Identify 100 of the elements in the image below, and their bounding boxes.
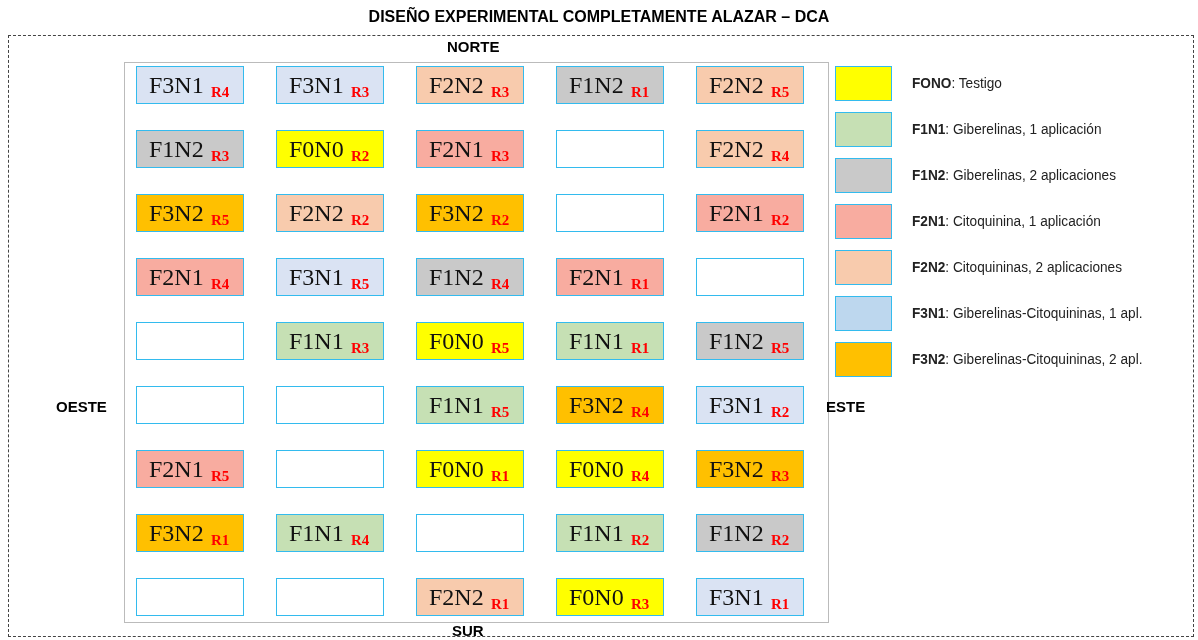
treatment-code: F1N2 <box>149 135 204 163</box>
treatment-code: F3N1 <box>289 263 344 291</box>
plot-cell <box>416 258 524 296</box>
plot-cell <box>556 258 664 296</box>
replicate-code: R2 <box>771 211 790 229</box>
plot-cell <box>416 450 524 488</box>
legend-text: F2N1: Citoquinina, 1 aplicación <box>912 212 1101 230</box>
treatment-code: F1N1 <box>569 327 624 355</box>
replicate-code: R1 <box>771 595 790 613</box>
legend-text: F1N1: Giberelinas, 1 aplicación <box>912 120 1102 138</box>
legend-text: FONO: Testigo <box>912 74 1002 92</box>
replicate-code: R2 <box>771 531 790 549</box>
replicate-code: R5 <box>491 339 510 357</box>
replicate-code: R5 <box>211 211 230 229</box>
plot-cell <box>136 450 244 488</box>
treatment-code: F0N0 <box>569 583 624 611</box>
plot-cell <box>136 130 244 168</box>
legend-text: F1N2: Giberelinas, 2 aplicaciones <box>912 166 1116 184</box>
replicate-code: R1 <box>631 339 650 357</box>
treatment-code: F1N1 <box>569 519 624 547</box>
direction-label: SUR <box>452 622 484 639</box>
treatment-code: F3N2 <box>149 199 204 227</box>
treatment-code: F3N2 <box>149 519 204 547</box>
treatment-code: F3N1 <box>709 583 764 611</box>
treatment-code: F1N2 <box>709 327 764 355</box>
treatment-code: F2N2 <box>709 135 764 163</box>
direction-label: NORTE <box>447 38 500 55</box>
treatment-code: F2N1 <box>709 199 764 227</box>
plot-cell <box>136 194 244 232</box>
plot-cell <box>136 258 244 296</box>
treatment-code: F3N1 <box>149 71 204 99</box>
plot-cell <box>696 514 804 552</box>
empty-plot-cell <box>276 450 384 488</box>
plot-cell <box>136 66 244 104</box>
plot-cell <box>556 450 664 488</box>
empty-plot-cell <box>696 258 804 296</box>
plot-cell <box>556 66 664 104</box>
plot-cell <box>696 578 804 616</box>
plot-cell <box>136 514 244 552</box>
empty-plot-cell <box>276 578 384 616</box>
plot-cell <box>416 130 524 168</box>
plot-cell <box>276 130 384 168</box>
plot-cell <box>696 66 804 104</box>
plot-cell <box>276 66 384 104</box>
treatment-code: F1N2 <box>429 263 484 291</box>
treatment-code: F2N1 <box>149 263 204 291</box>
treatment-code: F3N2 <box>569 391 624 419</box>
replicate-code: R2 <box>631 531 650 549</box>
plot-cell <box>696 194 804 232</box>
title: DISEÑO EXPERIMENTAL COMPLETAMENTE ALAZAR – DCA <box>367 8 831 26</box>
direction-label: ESTE <box>826 398 866 415</box>
replicate-code: R3 <box>351 339 370 357</box>
plot-cell <box>416 322 524 360</box>
empty-plot-cell <box>136 386 244 424</box>
replicate-code: R5 <box>491 403 510 421</box>
treatment-code: F2N1 <box>149 455 204 483</box>
plot-cell <box>416 386 524 424</box>
replicate-code: R3 <box>491 83 510 101</box>
plot-cell <box>556 322 664 360</box>
empty-plot-cell <box>556 130 664 168</box>
treatment-code: F2N2 <box>289 199 344 227</box>
treatment-code: F1N1 <box>289 519 344 547</box>
legend-text: F2N2: Citoquininas, 2 aplicaciones <box>912 258 1123 276</box>
plot-cell <box>696 386 804 424</box>
treatment-code: F2N1 <box>569 263 624 291</box>
replicate-code: R3 <box>211 147 230 165</box>
treatment-code: F1N1 <box>289 327 344 355</box>
plot-cell <box>276 194 384 232</box>
plot-cell <box>276 322 384 360</box>
replicate-code: R4 <box>631 403 650 421</box>
plot-cell <box>696 322 804 360</box>
treatment-code: F1N1 <box>429 391 484 419</box>
replicate-code: R4 <box>211 275 230 293</box>
replicate-code: R3 <box>351 83 370 101</box>
replicate-code: R5 <box>771 83 790 101</box>
plot-cell <box>416 194 524 232</box>
treatment-code: F1N2 <box>569 71 624 99</box>
replicate-code: R4 <box>211 83 230 101</box>
replicate-code: R1 <box>491 595 510 613</box>
treatment-code: F3N2 <box>429 199 484 227</box>
replicate-code: R4 <box>491 275 510 293</box>
replicate-code: R4 <box>631 467 650 485</box>
replicate-code: R2 <box>351 147 370 165</box>
direction-label: OESTE <box>56 398 107 415</box>
treatment-code: F0N0 <box>429 327 484 355</box>
treatment-code: F1N2 <box>709 519 764 547</box>
replicate-code: R1 <box>631 275 650 293</box>
replicate-code: R2 <box>351 211 370 229</box>
treatment-code: F3N2 <box>709 455 764 483</box>
replicate-code: R1 <box>211 531 230 549</box>
plot-cell <box>696 450 804 488</box>
replicate-code: R2 <box>771 403 790 421</box>
treatment-code: F3N1 <box>709 391 764 419</box>
replicate-code: R3 <box>491 147 510 165</box>
plot-cell <box>556 578 664 616</box>
replicate-code: R2 <box>491 211 510 229</box>
replicate-code: R1 <box>631 83 650 101</box>
treatment-code: F2N1 <box>429 135 484 163</box>
replicate-code: R5 <box>771 339 790 357</box>
replicate-code: R5 <box>351 275 370 293</box>
